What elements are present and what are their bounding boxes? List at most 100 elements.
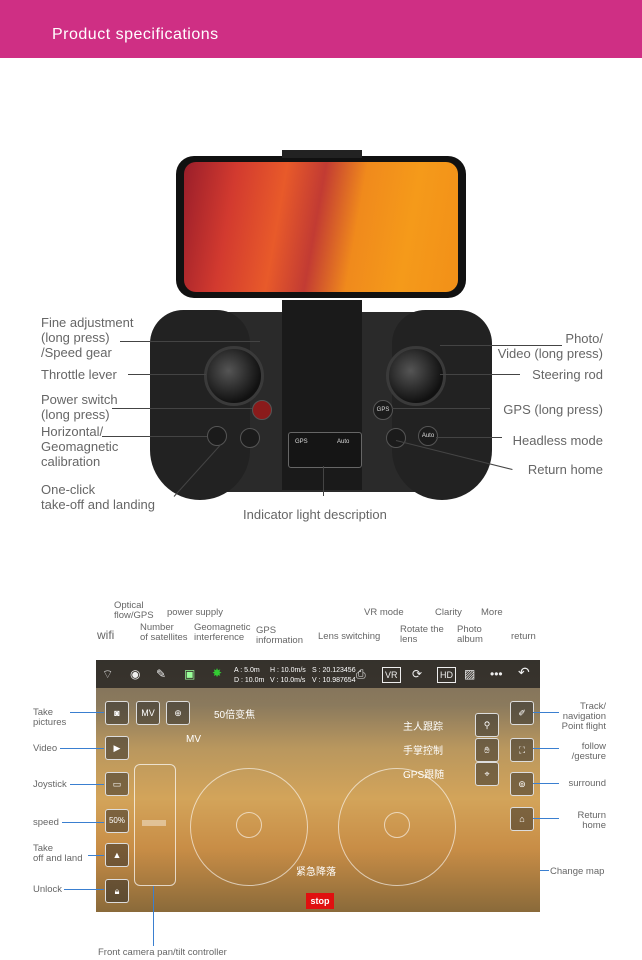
album-icon[interactable]: ▨ [464,667,476,681]
label-follow: follow /gesture [571,741,606,762]
leader-line [533,748,559,749]
satellite-icon: ✎ [156,667,167,681]
geomagnetic-icon: ✸ [212,666,223,680]
track-icon[interactable]: ✐ [510,701,534,725]
label-lens-switching: Lens switching [318,631,381,642]
leader-line [102,436,207,437]
right-stick [386,346,446,406]
lens-switch-icon[interactable]: ⎙ [356,667,366,681]
label-video: Video [33,743,58,754]
gps-follow-label: GPS跟随 [403,770,445,781]
label-rotate-lens: Rotate the lens [400,624,444,645]
wifi-icon: ⌔ [102,667,114,681]
battery-icon: ▣ [184,667,196,681]
return-home-button [386,428,406,448]
leader-line [64,889,104,890]
label-takeoff: One-click take-off and landing [41,482,155,512]
label-throttle: Throttle lever [41,367,117,382]
label-gps: GPS (long press) [503,402,603,417]
phone-clamp [282,150,362,158]
leader-line [440,374,520,375]
zoom-icon[interactable]: ⊕ [166,701,190,725]
label-take-pictures: Take pictures [33,707,67,728]
camera-icon[interactable]: ◙ [105,701,129,725]
label-return-home: Return home [527,462,603,477]
gimbal-slider[interactable] [134,764,176,886]
label-steering: Steering rod [532,367,603,382]
takeoff-land-icon[interactable]: ▲ [105,843,129,867]
hd-icon[interactable]: HD [437,667,456,683]
takeoff-button [240,428,260,448]
leader-line [540,870,549,871]
follow-icon[interactable]: ⛶ [510,738,534,762]
telemetry-v2: V : 10.987654 [312,677,356,684]
rotate-lens-icon[interactable]: ⟳ [412,667,423,681]
surround-icon[interactable]: ⊚ [510,772,534,796]
label-return: return [511,631,536,642]
gimbal-slider-handle[interactable] [142,820,166,826]
mv-button[interactable]: MV [136,701,160,725]
label-return-home-app: Return home [577,810,606,831]
leader-line [88,855,104,856]
return-icon[interactable]: ↶ [518,664,530,680]
leader-line [392,408,490,409]
vr-icon[interactable]: VR [382,667,401,683]
video-icon[interactable]: ▶ [105,736,129,760]
label-optical-flow: Optical flow/GPS [114,600,154,621]
label-vr-mode: VR mode [364,607,404,618]
stop-button[interactable]: stop [306,893,334,909]
leader-line [153,886,154,946]
label-clarity: Clarity [435,607,462,618]
leader-line [436,437,502,438]
label-speed: speed [33,817,59,828]
telemetry-h: H : 10.0m/s [270,667,306,674]
gps-follow-icon[interactable]: ⌖ [475,762,499,786]
leader-line [70,712,104,713]
palm-control-label: 手掌控制 [403,746,443,757]
label-photo-album: Photo album [457,624,483,645]
indicator-panel: GPS Auto [288,432,362,468]
page-title: Product specifications [52,26,219,43]
label-indicator: Indicator light description [243,507,387,522]
leader-line [440,345,562,346]
label-calibration: Horizontal/ Geomagnetic calibration [41,424,119,469]
label-geomagnetic: Geomagnetic interference [194,622,251,643]
label-power-supply: power supply [167,607,223,618]
speed-button[interactable]: 50% [105,809,129,833]
zoom-label: 50倍变焦 [214,710,256,721]
calibration-button [207,426,227,446]
owner-follow-icon[interactable]: ⚲ [475,713,499,737]
more-icon[interactable]: ••• [490,667,503,681]
app-topbar [96,660,540,688]
leader-line [128,374,206,375]
label-fine-adjustment: Fine adjustment (long press) /Speed gear [41,315,134,360]
leader-line [533,712,559,713]
leader-line [120,341,260,342]
label-gps-info: GPS information [256,625,303,646]
optical-flow-icon: ◉ [130,667,141,681]
left-joystick-knob[interactable] [236,812,262,838]
label-power-switch: Power switch (long press) [41,392,118,422]
return-home-icon[interactable]: ⌂ [510,807,534,831]
header-banner [0,0,642,58]
palm-icon[interactable]: ✋︎ [475,738,499,762]
left-stick [204,346,264,406]
label-headless: Headless mode [512,433,603,448]
telemetry-v: V : 10.0m/s [270,677,306,684]
owner-follow-label: 主人跟踪 [403,722,443,733]
right-joystick[interactable] [338,768,456,886]
leader-line [533,818,559,819]
label-unlock: Unlock [33,884,63,895]
leader-line [70,784,104,785]
label-wifi: wifi [97,628,115,642]
lock-icon[interactable]: 🔒︎ [105,879,129,903]
right-joystick-knob[interactable] [384,812,410,838]
indicator-auto: Auto [337,439,350,445]
headless-button: Auto [418,426,438,446]
joystick-icon[interactable]: ▭ [105,772,129,796]
label-change-map: Change map [550,866,605,877]
telemetry-a: A : 5.0m [234,667,260,674]
power-button [252,400,272,420]
left-joystick[interactable] [190,768,308,886]
gps-button: GPS [373,400,393,420]
